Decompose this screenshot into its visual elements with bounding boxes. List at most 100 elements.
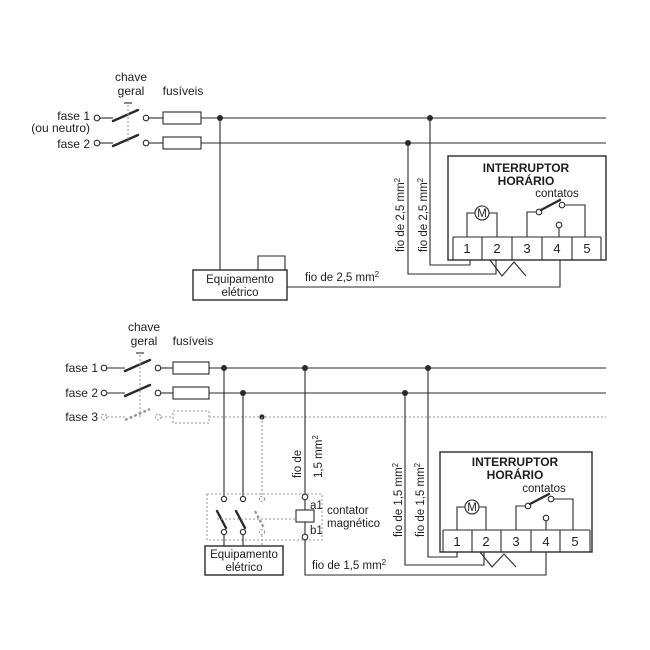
terminal-4: 4 <box>553 241 560 256</box>
wire-label-vertical-a: fio de 1,5 mm2 <box>391 462 405 537</box>
timer-title-2: HORÁRIO <box>487 467 544 482</box>
coil-terminal-b1 <box>301 533 309 541</box>
switch-contact-phase1 <box>154 364 162 372</box>
fuse-phase1 <box>162 111 202 125</box>
fuses-label: fusíveis <box>173 334 214 348</box>
phase2-label: fase 2 <box>65 386 98 400</box>
switch-contact-phase2 <box>142 139 150 147</box>
terminal-phase2 <box>93 139 101 147</box>
contactor-blade-3 <box>253 510 266 529</box>
motor-label: M <box>477 208 487 220</box>
switch-blade-phase1 <box>111 108 140 123</box>
switch-blade-phase2 <box>111 133 140 148</box>
terminal-1: 1 <box>463 241 470 256</box>
contactor-terminal-bottom-2 <box>239 528 247 536</box>
equipment-box <box>204 545 284 576</box>
fuse-phase2 <box>172 386 210 400</box>
wire-drop-timer-phase2 <box>407 143 497 275</box>
equipment-label-2: elétrico <box>225 562 262 574</box>
contactor-label-1: contator <box>327 505 369 517</box>
fuse-phase2 <box>162 136 202 150</box>
internal-bridge <box>489 259 527 277</box>
internal-bridge <box>479 551 517 568</box>
fuses-label: fusíveis <box>163 84 204 98</box>
terminal-3: 3 <box>512 534 519 549</box>
terminal-phase1 <box>100 364 108 372</box>
wire-equipment-return <box>257 255 286 270</box>
fuse-phase3 <box>172 410 210 424</box>
equipment-label-2: elétrico <box>221 287 258 299</box>
motor-lead-right <box>489 212 498 237</box>
diagram-three-phase: chave geral fusíveis fase 1 fase 2 fase … <box>65 320 606 576</box>
main-switch-label-2: geral <box>118 84 145 98</box>
contactor-terminal-top-1 <box>220 495 228 503</box>
contact-blade <box>539 198 562 212</box>
wire-drop-timer-phase2 <box>404 393 485 566</box>
coil-a1-label: a1 <box>310 500 323 512</box>
wire-label-vertical-a: fio de 2,5 mm2 <box>393 177 407 252</box>
coil-terminal-a1 <box>301 493 309 501</box>
contacts-label: contatos <box>522 483 566 495</box>
motor-lead-right <box>479 506 487 530</box>
switch-contact-phase3 <box>154 413 162 421</box>
timer-title-1: INTERRUPTOR <box>472 455 559 469</box>
terminal-2: 2 <box>493 241 500 256</box>
contactor-blade-2 <box>234 509 247 530</box>
coil-b1-label: b1 <box>310 525 323 537</box>
contact-lead-5 <box>554 498 574 530</box>
timer-title-1: INTERRUPTOR <box>483 161 570 175</box>
contact-lower <box>542 514 550 522</box>
timer-switch-box <box>439 451 593 553</box>
phase1-note-label: (ou neutro) <box>31 121 90 135</box>
phase2-label: fase 2 <box>57 137 90 151</box>
terminal-4: 4 <box>542 534 549 549</box>
contact-lower <box>555 221 563 229</box>
contact-lead-3 <box>515 505 525 530</box>
terminal-5: 5 <box>571 534 578 549</box>
terminal-3: 3 <box>523 241 530 256</box>
main-switch-label-1: chave <box>128 320 160 334</box>
contactor-terminal-top-2 <box>239 495 247 503</box>
fuse-phase1 <box>172 361 210 375</box>
contactor-terminal-bottom-1 <box>220 528 228 536</box>
switch-blade-phase1 <box>123 358 152 373</box>
contact-fixed <box>547 495 555 503</box>
terminal-5: 5 <box>583 241 590 256</box>
wire-label-vertical-b: fio de 1,5 mm2 <box>413 462 427 537</box>
equipment-label-1: Equipamento <box>206 274 274 286</box>
switch-contact-phase1 <box>142 114 150 122</box>
terminal-phase3 <box>100 413 108 421</box>
wire-label-coil-2: 1,5 mm2 <box>311 435 325 478</box>
phase1-label: fase 1 <box>65 361 98 375</box>
terminal-2: 2 <box>482 534 489 549</box>
contactor-terminal-top-3 <box>258 495 266 503</box>
diagram-single-phase: chave geral fusíveis fase 1 (ou neutro) … <box>31 70 607 301</box>
contact-lead-3 <box>526 211 536 237</box>
wire-drop-timer-phase1 <box>427 368 458 558</box>
wire-label-horizontal: fio de 2,5 mm2 <box>305 270 380 284</box>
contact-fixed <box>558 201 566 209</box>
switch-blade-phase3 <box>124 407 151 422</box>
wire-coil-to-timer <box>304 540 547 576</box>
terminal-1: 1 <box>453 534 460 549</box>
wire-label-coil-1: fio de <box>292 450 304 478</box>
wire-label-vertical-b: fio de 2,5 mm2 <box>416 177 430 252</box>
contactor-label-2: magnético <box>327 518 380 530</box>
equipment-box <box>192 269 288 301</box>
contacts-label: contatos <box>535 188 579 200</box>
motor-label: M <box>467 502 477 514</box>
equipment-label-1: Equipamento <box>210 549 278 561</box>
phase1-label: fase 1 <box>57 109 90 123</box>
contactor-enclosure <box>206 493 323 541</box>
motor-lead-left <box>456 506 465 530</box>
contact-lead-5 <box>565 204 586 237</box>
motor-lead-left <box>466 212 475 237</box>
wire-equipment-to-timer <box>287 260 561 288</box>
main-switch-label-1: chave <box>115 70 147 84</box>
timer-title-2: HORÁRIO <box>498 173 555 188</box>
terminal-phase1 <box>93 114 101 122</box>
main-switch-label-2: geral <box>131 334 158 348</box>
contact-blade <box>528 492 551 506</box>
terminal-phase2 <box>100 389 108 397</box>
